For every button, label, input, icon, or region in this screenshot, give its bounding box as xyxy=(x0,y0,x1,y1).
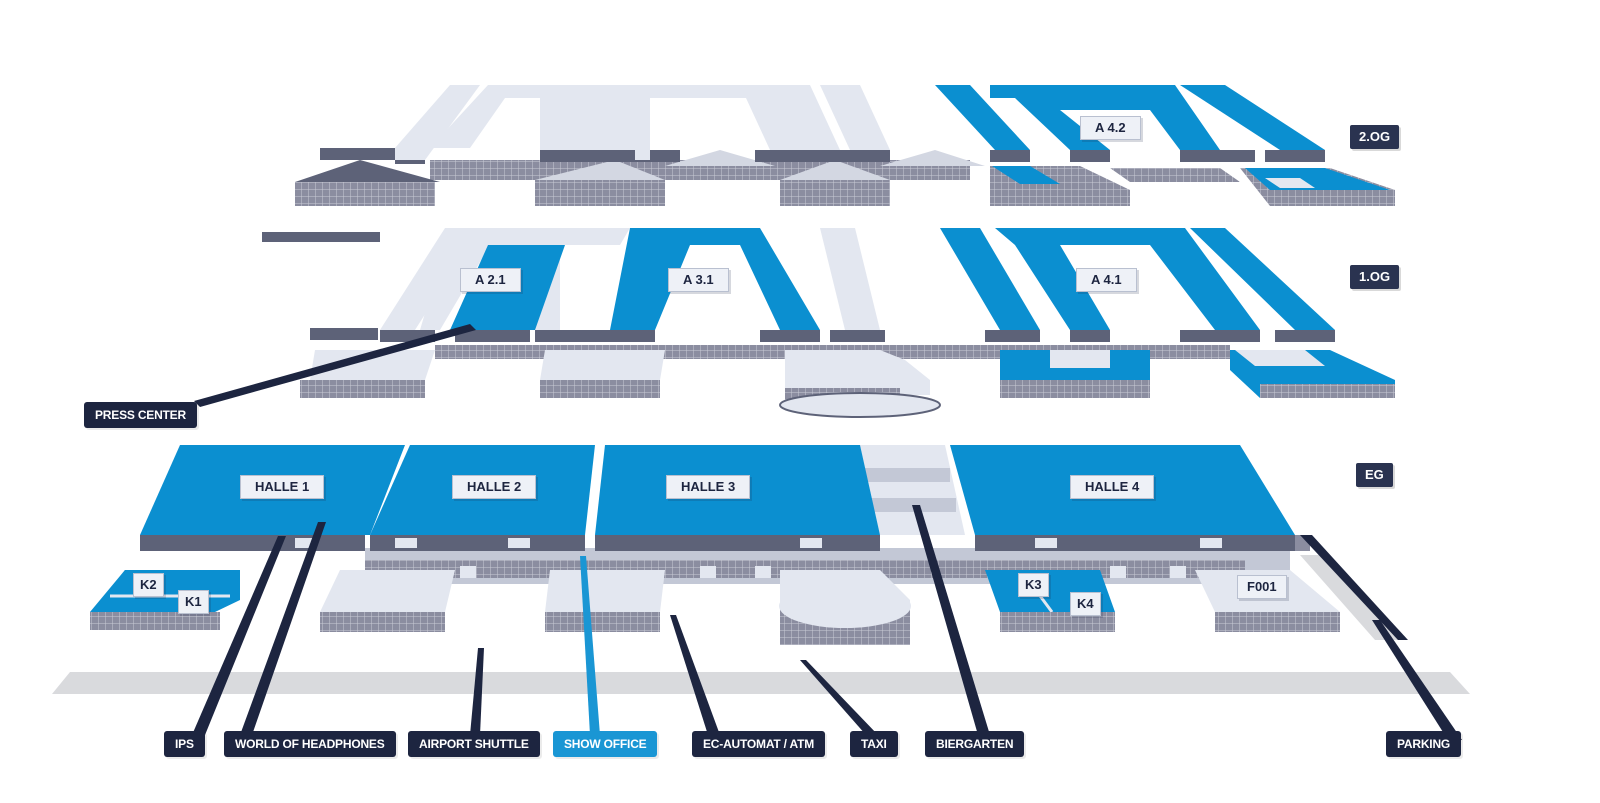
callout-biergarten[interactable]: BIERGARTEN xyxy=(925,731,1025,757)
level-tag-eg[interactable]: EG xyxy=(1356,463,1393,487)
hall-label-a21[interactable]: A 2.1 xyxy=(460,268,521,292)
leader-biergarten xyxy=(912,505,990,735)
hall-label-halle-3[interactable]: HALLE 3 xyxy=(666,475,751,499)
hall-label-a42[interactable]: A 4.2 xyxy=(1080,116,1141,140)
leader-parking xyxy=(1372,620,1462,740)
leader-taxi xyxy=(800,660,878,735)
level-tag-1og[interactable]: 1.OG xyxy=(1350,265,1400,289)
callout-airport-shuttle[interactable]: AIRPORT SHUTTLE xyxy=(408,731,540,757)
ground-walkway xyxy=(52,672,1470,694)
hall-label-halle-2[interactable]: HALLE 2 xyxy=(452,475,537,499)
level-tag-2og[interactable]: 2.OG xyxy=(1350,125,1400,149)
callout-press-center[interactable]: PRESS CENTER xyxy=(84,402,197,428)
hall-label-f001[interactable]: F001 xyxy=(1237,575,1287,599)
callout-ec-automat[interactable]: EC-AUTOMAT / ATM xyxy=(692,731,826,757)
leader-parking-ramp xyxy=(1300,535,1408,640)
hall-label-a41[interactable]: A 4.1 xyxy=(1076,268,1137,292)
callout-taxi[interactable]: TAXI xyxy=(850,731,898,757)
hall-label-k1[interactable]: K1 xyxy=(178,590,209,614)
callout-world-of-headphones[interactable]: WORLD OF HEADPHONES xyxy=(224,731,396,757)
callout-parking[interactable]: PARKING xyxy=(1386,731,1462,757)
leader-show-office xyxy=(580,556,600,735)
leader-ips xyxy=(192,536,286,735)
level-2og-structure xyxy=(295,85,1395,206)
callout-ips[interactable]: IPS xyxy=(164,731,205,757)
leader-world-of-headphones xyxy=(240,522,326,735)
callout-leaders xyxy=(192,324,1462,740)
hall-label-halle-1[interactable]: HALLE 1 xyxy=(240,475,325,499)
hall-label-k2[interactable]: K2 xyxy=(133,573,164,597)
hall-label-k3[interactable]: K3 xyxy=(1018,573,1049,597)
hall-label-halle-4[interactable]: HALLE 4 xyxy=(1070,475,1155,499)
callout-show-office[interactable]: SHOW OFFICE xyxy=(553,731,658,757)
leader-ec-automat xyxy=(670,615,720,735)
hall-label-a31[interactable]: A 3.1 xyxy=(668,268,729,292)
leader-airport-shuttle xyxy=(470,648,484,735)
level-1og-structure xyxy=(262,228,1395,418)
leader-press-center xyxy=(194,324,476,407)
hall-label-k4[interactable]: K4 xyxy=(1070,592,1101,616)
